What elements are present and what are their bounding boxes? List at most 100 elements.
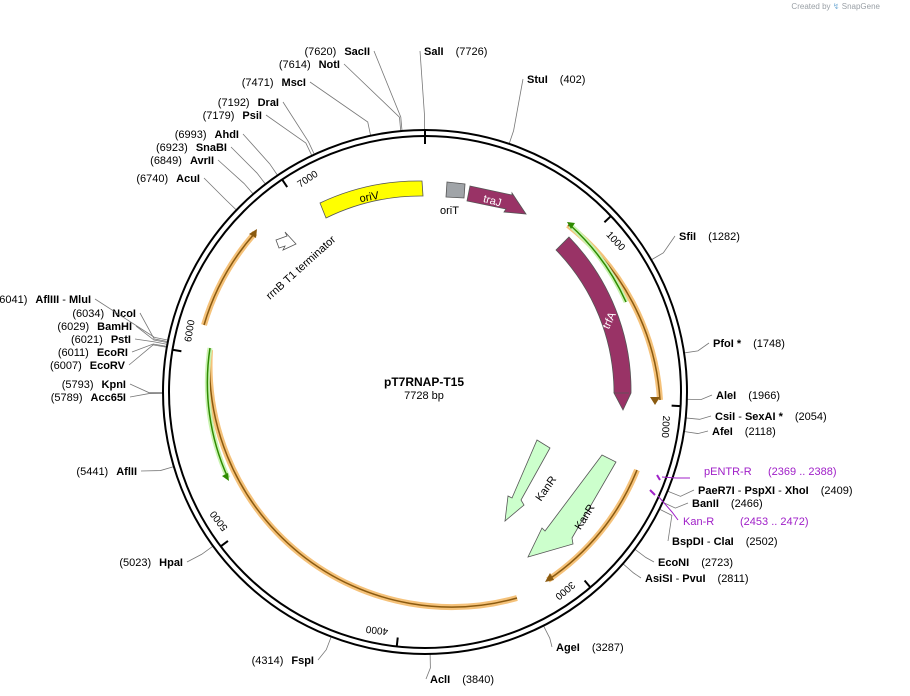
site-label: (6849)AvrII xyxy=(150,155,214,167)
site-alei[interactable]: AleI(1966) xyxy=(686,390,780,402)
site-paer7i[interactable]: PaeR7I - PspXI - XhoI(2409) xyxy=(667,485,853,497)
site-leader-line xyxy=(683,430,709,434)
orf-arcs xyxy=(201,222,663,611)
site-label: (6923)SnaBI xyxy=(156,142,227,154)
site-sacii[interactable]: (7620)SacII xyxy=(305,46,403,132)
site-psii[interactable]: (7179)PsiI xyxy=(203,110,313,156)
features: oriV oriT traJ trfA KanR KanR rrnB T1 te… xyxy=(264,180,632,558)
feature-oriv xyxy=(319,180,424,219)
site-leader-line xyxy=(230,146,266,185)
site-ecori[interactable]: (6011)EcoRI xyxy=(58,343,168,359)
site-sali[interactable]: SalI(7726) xyxy=(419,46,487,131)
credit-created-by: Created by xyxy=(791,2,831,11)
tick-label: 7000 xyxy=(296,169,321,191)
site-acc65i[interactable]: (5789)Acc65I xyxy=(51,392,164,404)
site-noti[interactable]: (7614)NotI xyxy=(279,59,402,132)
feature-kanr-1-label: KanR xyxy=(533,474,559,503)
site-psti[interactable]: (6021)PstI xyxy=(71,334,168,346)
site-label: (7614)NotI xyxy=(279,59,340,71)
site-leader-line xyxy=(242,133,278,176)
site-ahdi[interactable]: (6993)AhdI xyxy=(175,129,278,176)
site-csii[interactable]: CsiI - SexAI *(2054) xyxy=(685,411,827,423)
site-agei[interactable]: AgeI(3287) xyxy=(543,625,624,654)
tick-label: 2000 xyxy=(659,415,671,438)
credit-brand: SnapGene xyxy=(841,2,880,11)
site-drai[interactable]: (7192)DraI xyxy=(218,97,315,155)
orf-arc-2-line xyxy=(547,469,638,581)
snapgene-credit: Created by ↯ SnapGene xyxy=(791,2,880,11)
site-label: (6034)NcoI xyxy=(72,308,136,320)
site-afei[interactable]: AfeI(2118) xyxy=(683,426,776,438)
site-leader-line xyxy=(265,114,313,156)
tick-label: 3000 xyxy=(552,579,576,602)
site-econi[interactable]: EcoNI(2723) xyxy=(634,548,733,569)
site-label: AclI(3840) xyxy=(430,674,494,686)
site-hpai[interactable]: (5023)HpaI xyxy=(119,545,214,569)
site-leader-line xyxy=(140,466,174,472)
tick-label: 1000 xyxy=(604,230,628,254)
site-leader-line xyxy=(634,548,655,563)
site-label: (7192)DraI xyxy=(218,97,279,109)
site-label: BanII(2466) xyxy=(692,498,763,510)
tick-mark xyxy=(281,178,289,188)
site-label: (6011)EcoRI xyxy=(58,347,128,359)
site-leader-line xyxy=(94,298,169,341)
site-avrii[interactable]: (6849)AvrII xyxy=(150,155,254,195)
site-leader-line xyxy=(309,81,372,136)
site-label: PaeR7I - PspXI - XhoI(2409) xyxy=(698,485,852,497)
site-snabi[interactable]: (6923)SnaBI xyxy=(156,142,266,185)
site-label: AsiSI - PvuI(2811) xyxy=(645,573,749,585)
site-leader-line xyxy=(685,415,712,420)
site-leader-line xyxy=(667,489,695,497)
orf-arrow-2 xyxy=(545,573,554,582)
plasmid-size: 7728 bp xyxy=(404,390,444,402)
site-sfii[interactable]: SfiI(1282) xyxy=(651,231,740,261)
site-label: (6029)BamHI xyxy=(57,321,132,333)
site-leader-line xyxy=(129,383,164,394)
tick-label: 4000 xyxy=(365,623,389,636)
orf-arc-3-line xyxy=(208,349,518,608)
plasmid-name: pT7RNAP-T15 xyxy=(384,375,464,389)
orf-green-arrow-1 xyxy=(567,222,575,229)
primer-pentr-leader xyxy=(661,476,690,479)
site-label: (6993)AhdI xyxy=(175,129,239,141)
primer-pentr-name: pENTR-R xyxy=(704,466,752,478)
site-stui[interactable]: StuI(402) xyxy=(508,74,585,144)
site-leader-line xyxy=(662,501,689,509)
site-leader-line xyxy=(128,344,167,366)
site-leader-line xyxy=(543,625,553,648)
site-label: AfeI(2118) xyxy=(712,426,776,438)
site-pfoi[interactable]: PfoI *(1748) xyxy=(684,338,785,354)
site-label: SalI(7726) xyxy=(424,46,487,58)
site-label: (6021)PstI xyxy=(71,334,131,346)
primer-kanr-name: Kan-R xyxy=(683,516,714,528)
site-label: (6041)AflIII - MluI xyxy=(0,294,91,306)
feature-kanr-1 xyxy=(504,439,551,522)
site-label: (7471)MscI xyxy=(242,77,306,89)
site-fspi[interactable]: (4314)FspI xyxy=(252,636,332,667)
site-kpni[interactable]: (5793)KpnI xyxy=(62,379,164,394)
site-label: (6740)AcuI xyxy=(136,173,200,185)
site-acli[interactable]: AclI(3840) xyxy=(425,653,494,686)
site-leader-line xyxy=(129,393,164,398)
site-ncoi[interactable]: (6034)NcoI xyxy=(72,308,168,343)
site-acui[interactable]: (6740)AcuI xyxy=(136,173,237,211)
feature-kanr-2 xyxy=(527,454,617,558)
site-afliii[interactable]: (6041)AflIII - MluI xyxy=(0,294,169,341)
site-ecorv[interactable]: (6007)EcoRV xyxy=(50,344,167,372)
site-leader-line xyxy=(508,78,524,144)
feature-trfa xyxy=(555,236,632,411)
site-asisi[interactable]: AsiSI - PvuI(2811) xyxy=(622,563,749,585)
site-aflii[interactable]: (5441)AflII xyxy=(76,466,174,478)
orf-arc-4 xyxy=(201,231,258,326)
site-banii[interactable]: BanII(2466) xyxy=(662,498,763,510)
site-leader-line xyxy=(134,338,168,345)
site-bspdi[interactable]: BspDI - ClaI(2502) xyxy=(659,508,778,548)
primer-kanr-leader xyxy=(657,495,679,521)
site-bamhi[interactable]: (6029)BamHI xyxy=(57,321,168,344)
feature-traj xyxy=(466,185,527,215)
site-label: (5793)KpnI xyxy=(62,379,126,391)
site-msci[interactable]: (7471)MscI xyxy=(242,77,372,136)
site-label: PfoI *(1748) xyxy=(713,338,785,350)
